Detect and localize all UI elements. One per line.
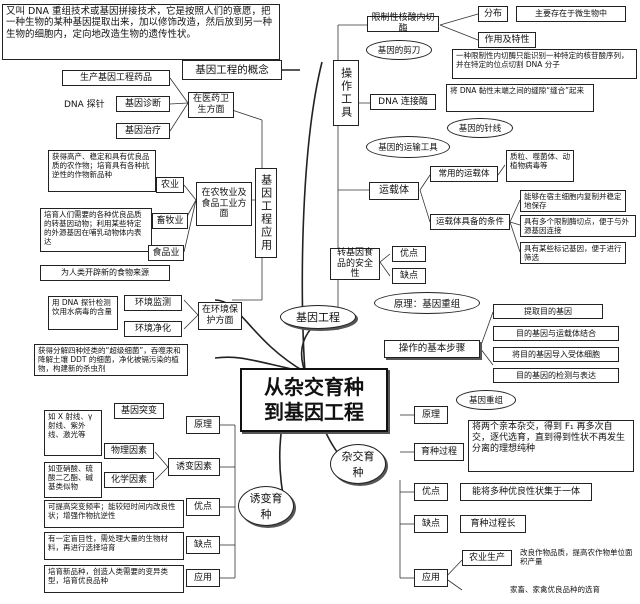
ge-monitor: 环境监测 [124,295,182,311]
cross-cons-text: 育种过程长 [460,515,526,533]
cross-agri: 农业生产 [462,550,512,566]
center-title-line1: 从杂交育种 [264,375,364,399]
ge-tools-label: 操作工具 [333,60,359,126]
ge-common-vectors-text: 质粒、噬菌体、动植物病毒等 [506,150,574,182]
mut-chemical-text: 如亚硝酸、硫酸二乙酯、碱基类似物 [44,462,102,498]
ge-farm-text: 获得高产、稳定和具有优良品质的农作物；培育具有各种抗逆性的作物新品种 [48,150,156,192]
cross-main-node: 杂交育种 [330,444,386,484]
cross-agri-text: 改良作物品质，提高农作物单位面积产量 [520,548,633,566]
ge-step-4: 目的基因的检测与表达 [493,368,619,383]
ge-step-1: 提取目的基因 [493,304,603,319]
mut-physical: 物理因素 [104,443,154,459]
ge-food-text: 为人类开辟新的食物来源 [40,265,170,281]
ge-therapy: 基因治疗 [116,123,170,139]
cross-pros: 优点 [414,483,448,501]
mut-pros: 优点 [186,498,220,516]
ge-enzyme-dist-text: 主要存在于微生物中 [516,6,626,22]
ge-vehicle-oval: 基因的运输工具 [366,136,450,158]
ge-safety-cons: 缺点 [392,268,426,284]
mut-app-text: 培育新品种，创造人类需要的变异类型，培育优良品种 [44,565,184,593]
ge-concept-label: 基因工程的概念 [182,60,282,80]
mut-app: 应用 [186,569,220,587]
ge-principle: 原理：基因重组 [374,292,480,314]
ge-vector-conditions: 运载体具备的条件 [430,214,510,230]
cross-app: 应用 [414,569,448,587]
ge-cond-2: 具有多个限制酶切点，便于与外源基因连接 [520,215,636,237]
cross-principle: 原理 [414,406,448,424]
ge-animal: 畜牧业 [152,213,188,229]
ge-concept-text: 又叫 DNA 重组技术或基因拼接技术，它是按照人们的意愿，把一种生物的某种基因提… [2,4,280,60]
ge-scissors-oval: 基因的剪刀 [366,40,432,60]
ge-probe: DNA 探针 [64,100,105,110]
ge-vector: 运载体 [369,182,419,200]
cross-cons: 缺点 [414,515,448,533]
ge-main-node: 基因工程 [280,305,356,329]
ge-food: 食品业 [148,245,184,261]
mut-chemical: 化学因素 [104,472,154,488]
ge-med: 在医药卫生方面 [188,92,234,118]
ge-animal-text: 培育人们需要的各种优良品质的转基因动物；利用某些特定的外源基因在哺乳动物体内表达 [40,208,152,252]
mut-main-node: 诱变育种 [238,486,294,526]
ge-needle-oval: 基因的针线 [447,118,513,138]
ge-env: 在环境保护方面 [198,302,242,330]
center-title-line2: 到基因工程 [264,400,364,424]
mut-physical-text: 如 X 射线、γ 射线、紫外线、激光等 [44,410,102,456]
mut-pros-text: 可提高突变频率；能较短时间内改良性状；增强作物抗逆性 [44,500,184,528]
ge-enzyme-dist: 分布 [478,6,508,22]
cross-process-text: 将两个亲本杂交，得到 F₁ 再多次自交，逐代选育，直到得到性状不再发生分离的理想… [468,420,634,472]
ge-enzyme-action: 作用及特性 [478,32,536,48]
ge-clean-text: 获得分解四种烃类的“超级细菌”，吞噬汞和降解土壤 DDT 的细菌，净化被镉污染的… [34,344,188,376]
cross-animal-text: 家畜、家禽优良品种的选育 [510,585,600,594]
ge-ligase-text: 将 DNA 黏性末端之间的缝隙“缝合”起来 [446,84,594,112]
ge-monitor-text: 用 DNA 探针检测饮用水病毒的含量 [48,296,118,330]
mut-factors: 诱变因素 [168,458,220,476]
ge-step-2: 目的基因与运载体结合 [493,326,619,341]
ge-app-label: 基因工程应用 [255,168,277,258]
cross-principle-oval: 基因重组 [456,390,516,410]
ge-diag: 基因诊断 [116,96,170,112]
ge-ligase: DNA 连接酶 [370,94,436,110]
ge-enzyme-action-text: 一种限制性内切酶只能识别一种特定的核苷酸序列，并在特定的位点切割 DNA 分子 [452,49,637,79]
center-title: 从杂交育种 到基因工程 [240,368,388,432]
ge-safety-pros: 优点 [392,246,426,262]
ge-step-3: 将目的基因导入受体细胞 [493,347,619,362]
ge-common-vectors: 常用的运载体 [430,166,498,182]
ge-steps: 操作的基本步骤 [384,340,480,358]
ge-farm: 农业 [156,177,184,193]
ge-safety: 转基因食品的安全性 [330,248,380,280]
cross-pros-text: 能将多种优良性状集于一体 [460,483,592,501]
ge-agri: 在农牧业及食品工业方面 [196,182,252,226]
cross-process: 育种过程 [414,443,464,461]
mut-cons-text: 有一定盲目性，需处理大量的生物材料，再进行选择培育 [44,532,184,560]
ge-cond-1: 能够在宿主细胞内复制并稳定地保存 [520,190,626,212]
ge-cond-3: 具有某些标记基因，便于进行筛选 [520,242,626,264]
mut-gene-mutation: 基因突变 [114,403,164,419]
ge-drug: 生产基因工程药品 [62,70,170,86]
ge-clean: 环境净化 [124,321,182,337]
mut-cons: 缺点 [186,536,220,554]
mut-principle: 原理 [186,416,220,434]
ge-enzyme: 限制性核酸内切酶 [367,13,439,34]
